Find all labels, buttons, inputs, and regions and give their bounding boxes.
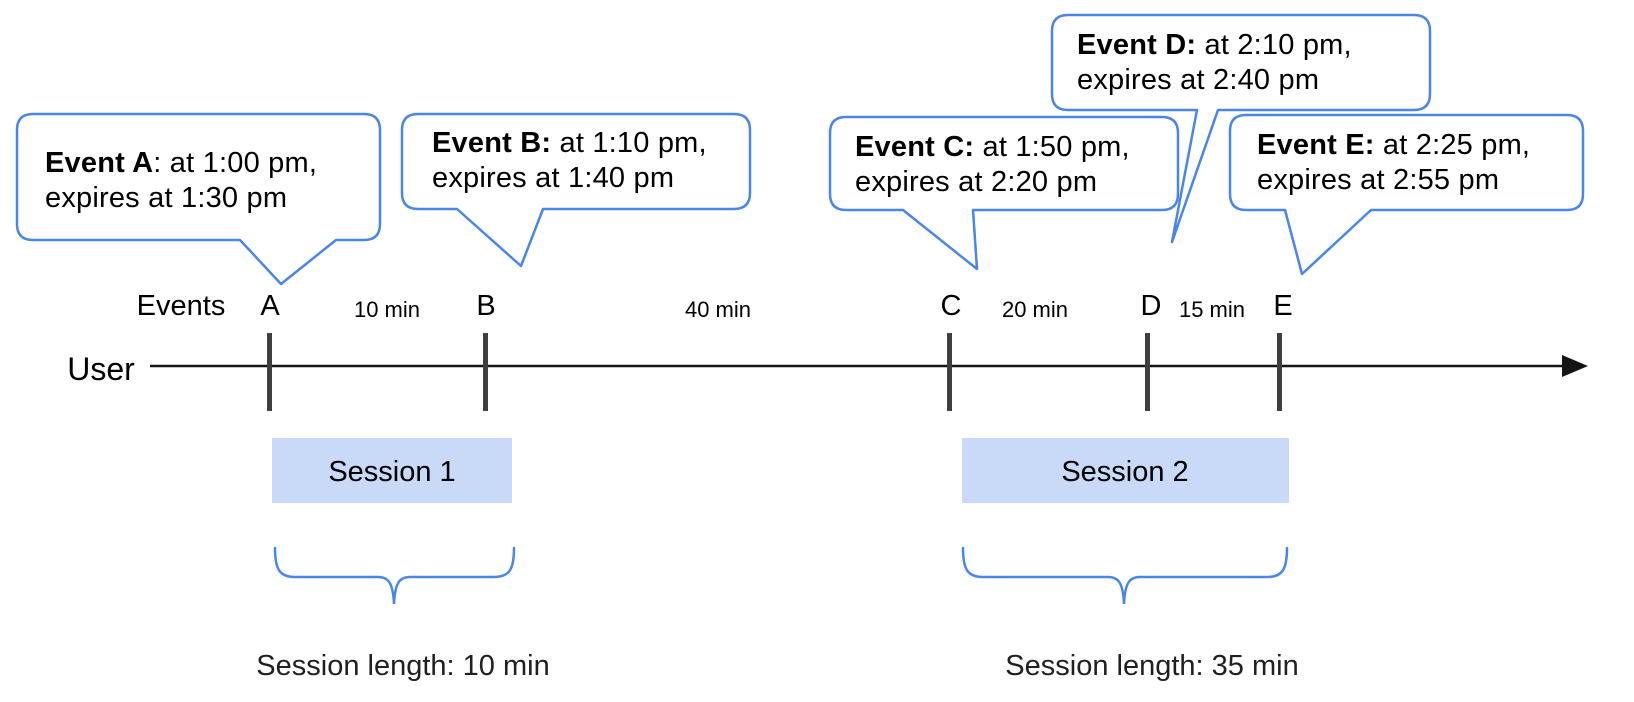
event-e-name: Event E: (1257, 129, 1375, 161)
event-a-callout-text: Event A: at 1:00 pm, expires at 1:30 pm (45, 146, 317, 216)
session-1-brace (273, 546, 516, 605)
event-tick-a (267, 333, 272, 411)
session-1-length-label: Session length: 10 min (256, 650, 550, 682)
event-e-time: at 2:25 pm, (1374, 129, 1531, 161)
session-2-box (962, 438, 1289, 503)
event-e-callout-bubble (1228, 113, 1585, 276)
event-c-callout-bubble (828, 115, 1180, 271)
event-a-time: : at 1:00 pm, (153, 147, 318, 179)
user-row-label: User (67, 351, 135, 387)
event-a-name: Event A (45, 147, 154, 179)
event-tick-d (1145, 333, 1150, 411)
event-a-expiry: expires at 1:30 pm (45, 182, 288, 214)
session-2-label: Session 2 (1061, 456, 1189, 488)
event-b-time: at 1:10 pm, (551, 127, 707, 159)
interval-label-d-e: 15 min (1178, 297, 1246, 322)
event-tick-e (1277, 333, 1282, 411)
event-b-name: Event B: (432, 127, 552, 159)
timeline-arrowhead-icon (1562, 355, 1588, 377)
event-label-e: E (1273, 290, 1293, 322)
event-label-a: A (260, 290, 280, 322)
event-a-callout-bubble (15, 112, 382, 286)
event-b-callout-text: Event B: at 1:10 pm, expires at 1:40 pm (432, 126, 707, 196)
event-d-callout-line1: Event D: at 2:10 pm, (1077, 28, 1352, 63)
event-d-time: at 2:10 pm, (1196, 29, 1352, 61)
event-e-callout-text: Event E: at 2:25 pm, expires at 2:55 pm (1257, 128, 1530, 198)
event-b-expiry: expires at 1:40 pm (432, 162, 675, 194)
interval-label-a-b: 10 min (353, 297, 421, 322)
events-row-label: Events (136, 290, 226, 322)
event-a-callout-line1: Event A: at 1:00 pm, (45, 146, 317, 181)
event-label-c: C (940, 290, 962, 322)
session-2-length-label: Session length: 35 min (1005, 650, 1299, 682)
session-1-box (272, 438, 512, 503)
event-d-name: Event D: (1077, 29, 1197, 61)
session-2-brace (961, 546, 1289, 605)
session-1-label: Session 1 (328, 456, 456, 488)
event-b-callout-bubble (400, 112, 752, 268)
event-tick-c (947, 333, 952, 411)
event-c-expiry: expires at 2:20 pm (855, 166, 1098, 198)
event-e-expiry: expires at 2:55 pm (1257, 164, 1500, 196)
event-label-d: D (1140, 290, 1162, 322)
interval-label-b-c: 40 min (684, 297, 752, 322)
interval-label-c-d: 20 min (1001, 297, 1069, 322)
event-d-callout-bubble (1050, 13, 1432, 244)
event-d-expiry: expires at 2:40 pm (1077, 64, 1320, 96)
event-b-callout-line1: Event B: at 1:10 pm, (432, 126, 707, 161)
event-d-callout-text: Event D: at 2:10 pm, expires at 2:40 pm (1077, 28, 1352, 98)
event-label-b: B (476, 290, 496, 322)
event-c-callout-text: Event C: at 1:50 pm, expires at 2:20 pm (855, 130, 1130, 200)
event-tick-b (483, 333, 488, 411)
event-c-name: Event C: (855, 131, 975, 163)
event-e-callout-line1: Event E: at 2:25 pm, (1257, 128, 1530, 163)
event-c-time: at 1:50 pm, (974, 131, 1130, 163)
event-c-callout-line1: Event C: at 1:50 pm, (855, 130, 1130, 165)
